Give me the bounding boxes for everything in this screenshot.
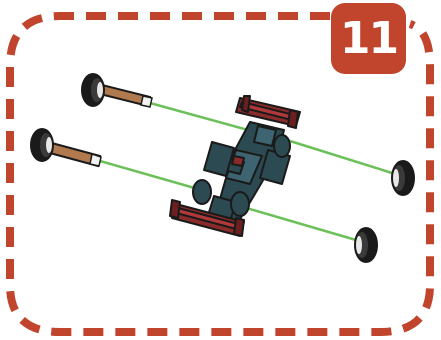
guide-line-icon — [100, 161, 198, 189]
axle-assembly-upper — [82, 74, 152, 107]
rear-wing-icon — [236, 96, 300, 128]
loose-wheel-right-lower — [355, 228, 377, 262]
guide-line-icon — [290, 141, 392, 173]
race-car — [170, 96, 300, 236]
guide-line-icon — [243, 207, 356, 240]
guide-line-icon — [150, 103, 248, 130]
axle-assembly-lower — [31, 129, 101, 166]
loose-wheel-right-upper — [392, 161, 414, 195]
step-number-badge: 11 — [331, 3, 406, 74]
